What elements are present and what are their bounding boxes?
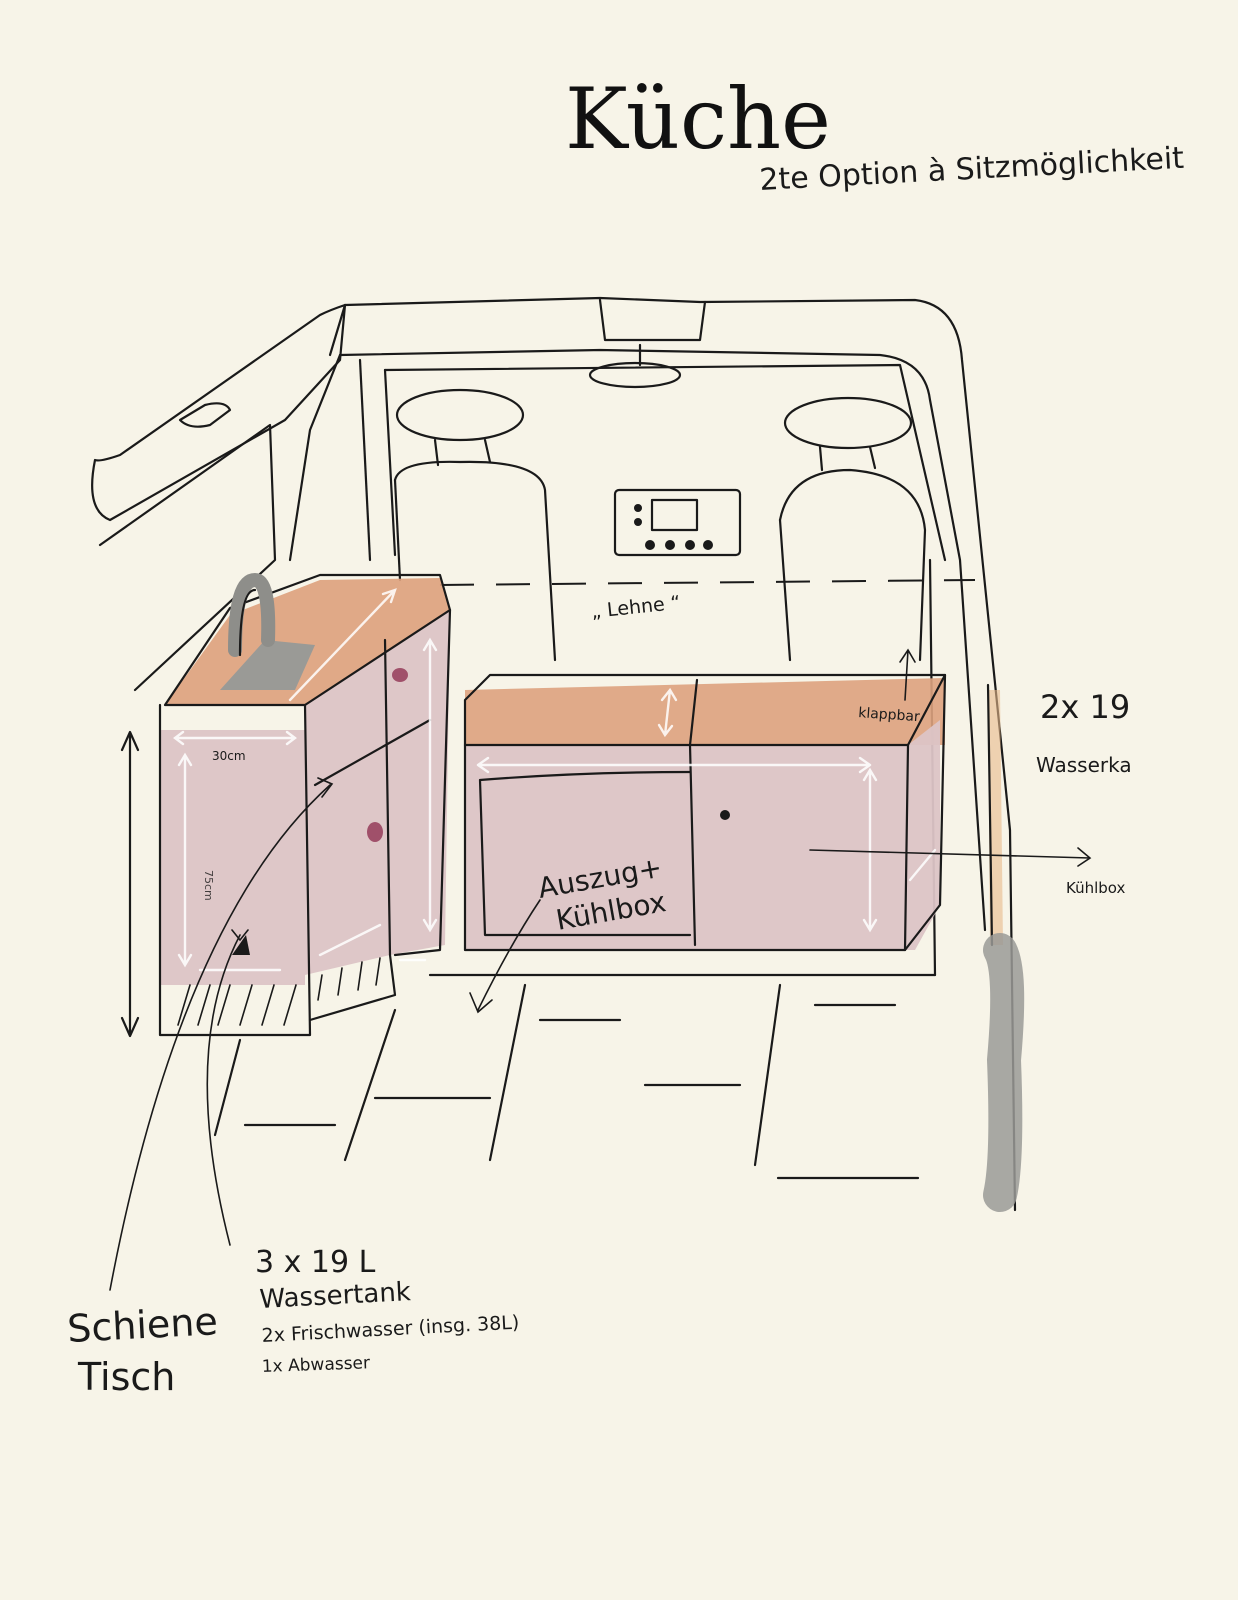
label-30cm: 30cm	[212, 749, 246, 763]
front-seats	[393, 388, 927, 662]
auszug-arrow	[469, 899, 541, 1014]
label-75cm: 75cm	[202, 870, 215, 901]
van-outline	[91, 296, 1017, 1212]
label-tank-line2: Wassertank	[259, 1277, 412, 1315]
label-kuehlbox-right: Kühlbox	[1066, 879, 1126, 897]
label-wasserkanister-count: 2x 19	[1040, 688, 1130, 726]
label-tisch: Tisch	[77, 1355, 175, 1399]
kitchen-block	[109, 572, 452, 1291]
label-tank-line1: 3 x 19 L	[255, 1245, 376, 1280]
label-tank-line3: 2x Frischwasser (insg. 38L)	[261, 1312, 520, 1347]
radio-unit	[613, 488, 742, 557]
bench-cabinet	[463, 648, 1092, 952]
floor	[213, 558, 937, 1180]
label-wasserkanister: Wasserka	[1036, 753, 1132, 777]
label-schiene: Schiene	[66, 1299, 219, 1351]
label-klappbar: klappbar	[858, 705, 921, 725]
backrest-line	[439, 579, 976, 586]
label-tank-line4: 1x Abwasser	[261, 1353, 370, 1377]
water-canister-column	[983, 683, 1025, 1212]
page-title: Küche	[565, 70, 831, 168]
label-lehne: „ Lehne “	[590, 592, 681, 623]
